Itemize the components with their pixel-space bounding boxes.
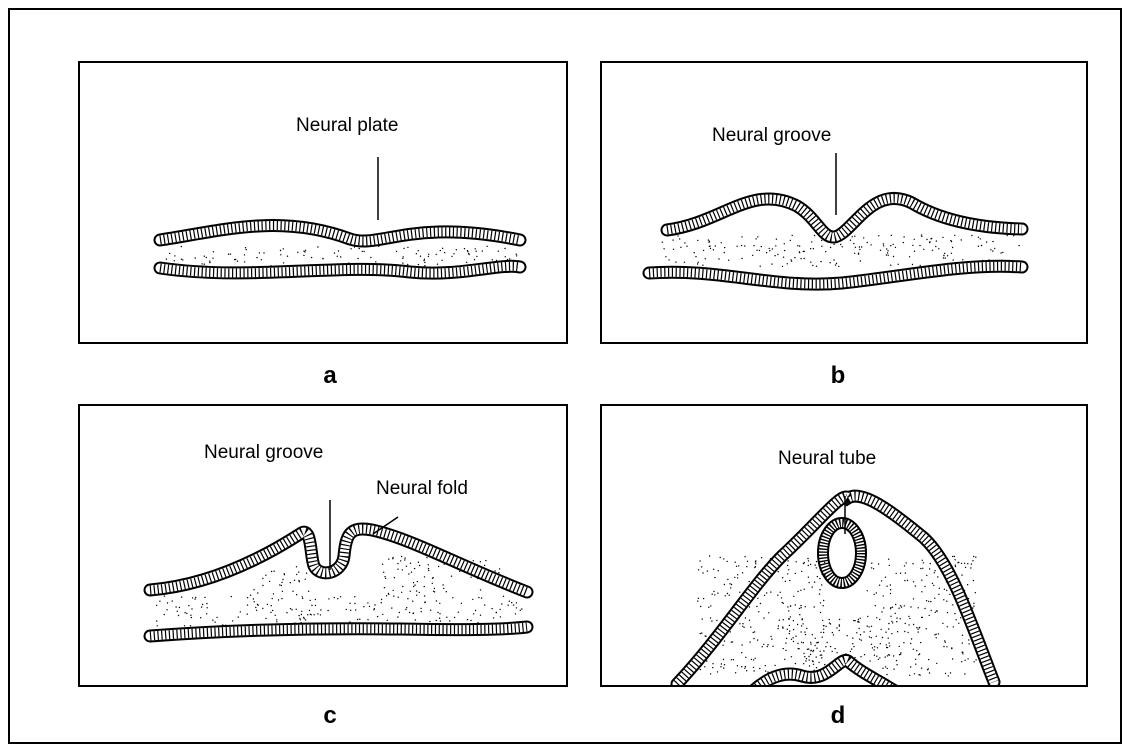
neural-tube-lumen xyxy=(828,528,856,578)
panel-letter-b: b xyxy=(818,362,858,390)
panel-a-drawing xyxy=(80,63,566,342)
panel-a-neural-plate: Neural plate xyxy=(78,61,568,344)
panel-c-neural-fold: Neural groove Neural fold xyxy=(78,404,568,687)
label-neural-groove: Neural groove xyxy=(204,442,323,464)
panel-d-neural-tube: Neural tube xyxy=(600,404,1088,687)
panel-b-drawing xyxy=(602,63,1086,342)
label-neural-fold: Neural fold xyxy=(376,478,468,500)
panel-b-neural-groove: Neural groove xyxy=(600,61,1088,344)
panel-letter-a: a xyxy=(310,362,350,390)
panel-letter-d: d xyxy=(818,702,858,730)
panel-letter-c: c xyxy=(310,702,350,730)
label-neural-tube: Neural tube xyxy=(778,448,876,470)
label-neural-groove: Neural groove xyxy=(712,125,831,147)
label-neural-plate: Neural plate xyxy=(296,115,398,137)
